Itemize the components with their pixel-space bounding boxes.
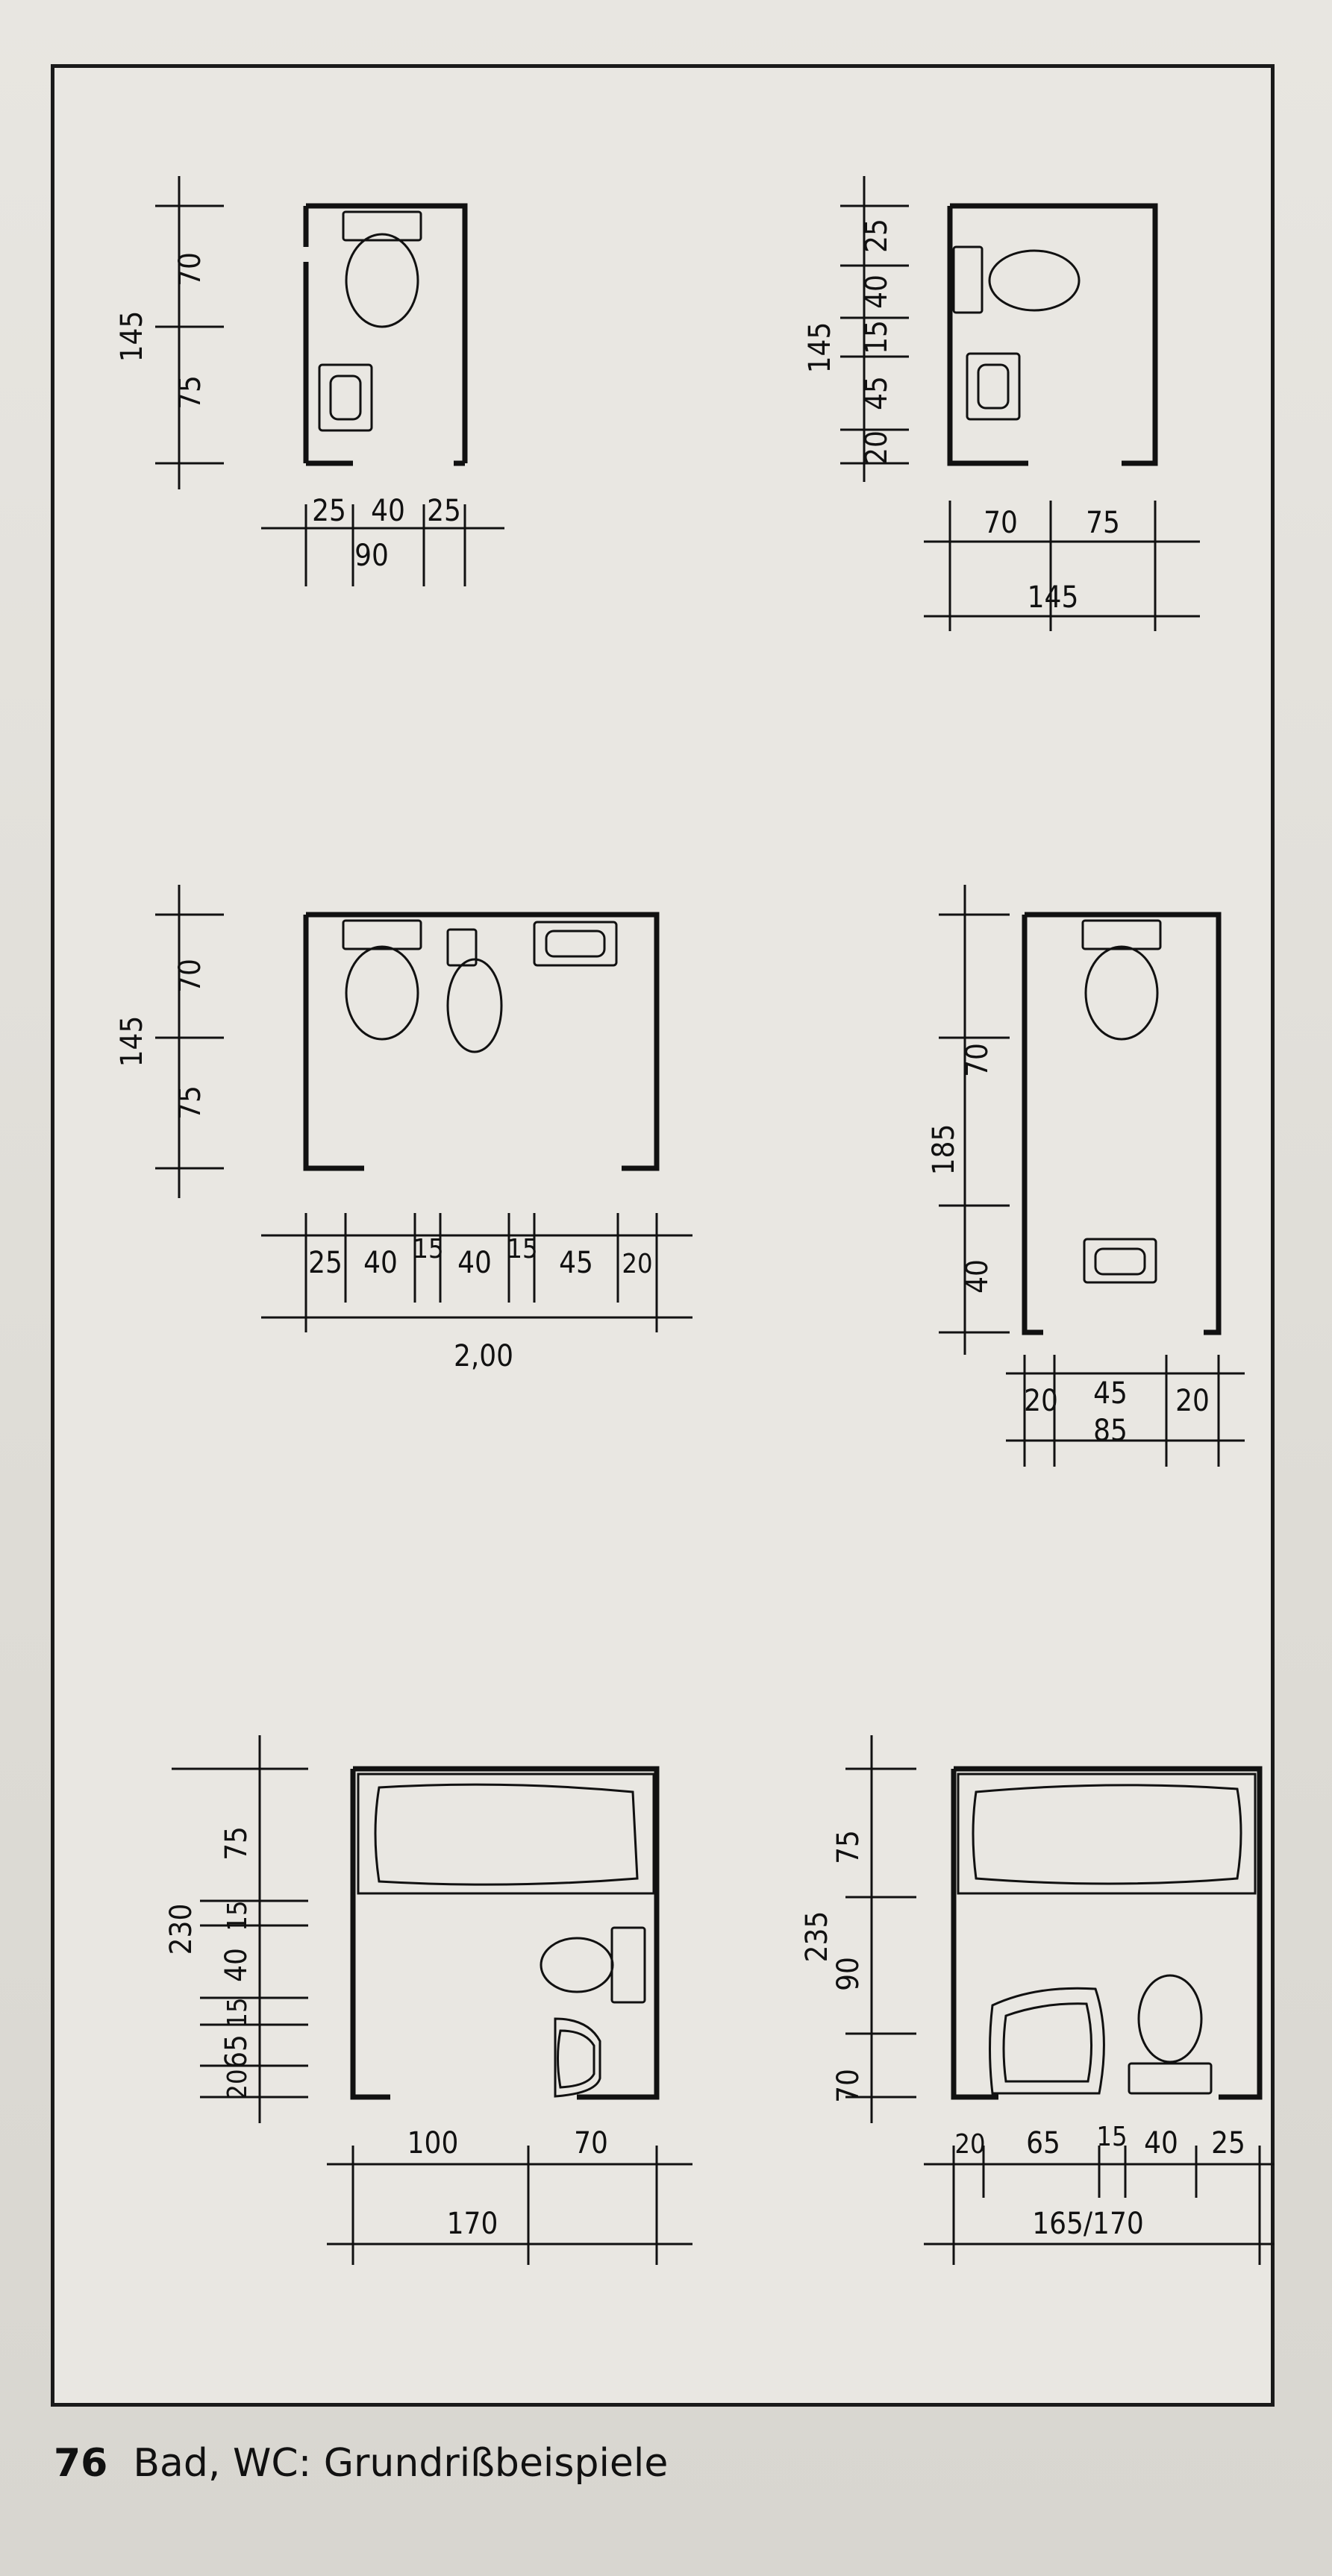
plan-wc-200-labels: 70 75 145 25 40 15 40 15 45 20 2,00 [115,959,653,1373]
plan-wc-90 [155,176,504,586]
floor-plan-drawing: 70 75 145 25 40 25 90 25 40 15 [115,176,1275,2265]
dim-label: 15 [222,1900,253,1931]
dim-label: 70 [960,1043,995,1077]
washbasin-icon [966,352,1021,421]
dim-label: 75 [173,1085,207,1120]
dim-label: 25 [1211,2126,1245,2160]
washbasin-icon [533,921,618,967]
dim-label: 40 [860,275,894,309]
figure-caption: 76 Bad, WC: Grundrißbeispiele [54,2434,668,2493]
dim-total-label: 170 [447,2207,498,2241]
dim-total-label: 145 [1028,580,1079,615]
toilet-bowl-icon [1084,945,1159,1041]
toilet-bowl-icon [540,1937,614,1993]
toilet-tank-icon [1081,919,1162,950]
toilet-tank-icon [610,1926,646,2004]
toilet-bowl-icon [1137,1974,1203,2063]
dim-label: 15 [222,1997,253,2028]
toilet-tank-icon [1128,2062,1213,2095]
page-number: 76 [54,2441,108,2486]
dim-label: 70 [574,2126,608,2160]
toilet-bowl-icon [988,249,1081,312]
dim-total-label: 90 [354,539,389,573]
toilet-bowl-icon [345,945,419,1041]
dim-label: 40 [371,494,405,528]
dim-label: 15 [860,320,894,354]
dim-label: 25 [860,219,894,253]
dim-label: 45 [559,1246,593,1280]
dim-label: 65 [1026,2126,1060,2160]
dim-label: 90 [831,1957,866,1991]
dim-label: 20 [222,2069,253,2099]
dim-label: 40 [1144,2126,1178,2160]
dim-label: 45 [1093,1376,1128,1411]
dim-label: 75 [1086,506,1120,540]
dim-label: 70 [173,252,207,286]
caption-text: Bad, WC: Grundrißbeispiele [133,2441,669,2486]
dim-total-label: 165/170 [1032,2207,1143,2241]
dim-label: 25 [312,494,346,528]
dim-label: 75 [219,1826,254,1861]
bathtub-icon [957,1773,1257,1895]
plan-bad-170-labels: 75 15 40 15 65 20 230 100 70 170 [164,1826,608,2241]
dim-label: 40 [960,1259,995,1294]
dim-total-label: 185 [927,1124,961,1176]
dim-label: 65 [219,2034,254,2069]
dim-total-label: 145 [115,311,149,363]
plan-wc-85 [939,885,1245,1467]
dim-label: 40 [457,1246,492,1280]
plan-wc-85-labels: 70 40 185 20 45 20 85 [927,1043,1210,1448]
dim-label: 15 [1096,2122,1127,2152]
dim-label: 20 [1175,1384,1210,1418]
dim-label: 15 [413,1234,443,1265]
dim-total-label: 2,00 [454,1339,513,1373]
dim-label: 40 [363,1246,398,1280]
washbasin-icon [1083,1238,1157,1284]
dim-label: 20 [622,1249,652,1279]
bidet-icon [446,958,503,1053]
dim-label: 25 [308,1246,343,1280]
plan-wc-145-labels: 25 40 15 45 20 145 70 75 145 [803,219,1120,615]
washbasin-icon [989,1987,1105,2095]
dim-total-label: 145 [115,1016,149,1068]
plan-wc-90-labels: 70 75 145 25 40 25 90 [115,252,461,573]
dim-label: 70 [984,506,1018,540]
plan-wc-145 [840,176,1200,631]
plan-bad-165-labels: 75 90 70 235 20 65 15 40 25 165/170 [800,1830,1245,2241]
dim-total-label: 85 [1093,1414,1128,1448]
dim-label: 100 [407,2126,459,2160]
dim-label: 20 [860,430,894,465]
dim-label: 25 [427,494,461,528]
plan-bad-170 [172,1735,692,2265]
toilet-bowl-icon [345,233,419,328]
dim-label: 70 [173,959,207,993]
dim-label: 70 [831,2069,866,2103]
dim-label: 75 [831,1830,866,1864]
bathtub-icon [357,1773,655,1895]
plan-bad-165 [845,1735,1275,2265]
dim-label: 45 [860,376,894,410]
dim-label: 20 [954,2129,985,2160]
dim-label: 20 [1024,1384,1058,1418]
washbasin-icon [318,363,373,432]
washbasin-icon [554,2017,601,2098]
dim-label: 75 [173,375,207,410]
dim-total-label: 235 [800,1911,834,1963]
dim-label: 40 [219,1948,254,1982]
dim-label: 15 [507,1234,537,1265]
toilet-tank-icon [952,245,984,314]
toilet-tank-icon [342,210,422,242]
dim-total-label: 145 [803,322,837,374]
plan-wc-200 [155,885,692,1332]
toilet-tank-icon [342,919,422,950]
dim-total-label: 230 [164,1904,198,1955]
